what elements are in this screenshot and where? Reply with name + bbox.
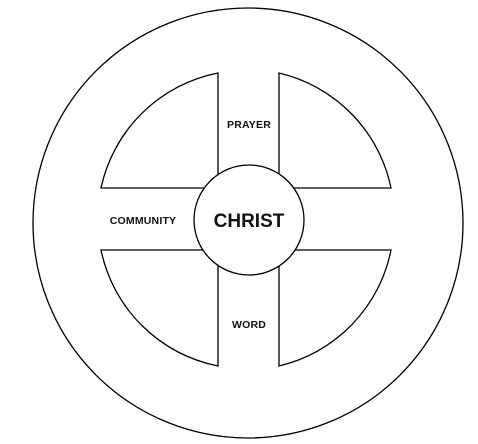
quadrant-top-right — [278, 72, 392, 189]
label-word: WORD — [232, 319, 266, 331]
center-label: CHRIST — [214, 211, 285, 232]
quadrant-bottom-right — [278, 249, 392, 367]
label-community: COMMUNITY — [110, 215, 177, 227]
quadrant-bottom-left — [100, 249, 219, 367]
label-prayer: PRAYER — [227, 119, 271, 131]
center-hub — [193, 164, 305, 276]
quadrant-top-left — [100, 72, 219, 189]
